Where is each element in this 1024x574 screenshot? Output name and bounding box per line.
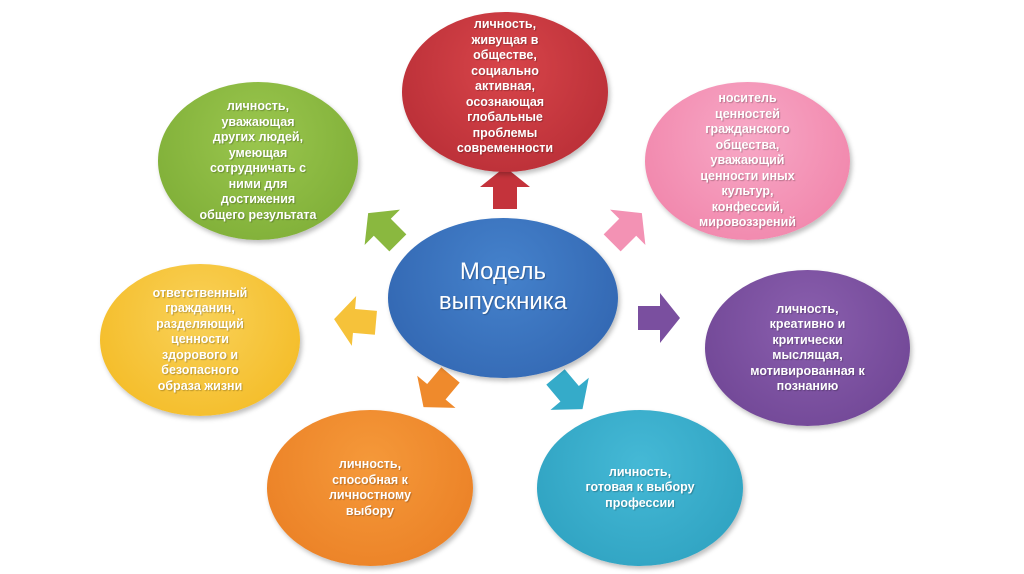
node-profession: личность, готовая к выбору профессии	[537, 410, 743, 566]
node-personal-choice-label: личность, способная к личностному выбору	[328, 457, 412, 518]
center-node: Модель выпускника	[388, 218, 618, 378]
arrow-left-icon	[331, 294, 379, 348]
arrow-up-right-icon	[594, 195, 660, 261]
node-profession-label: личность, готовая к выбору профессии	[585, 464, 695, 510]
node-healthy-label: ответственный гражданин, разделяющий цен…	[152, 285, 248, 393]
node-civil-values: носитель ценностей гражданского общества…	[645, 82, 850, 240]
node-healthy: ответственный гражданин, разделяющий цен…	[100, 264, 300, 416]
node-civil-values-label: носитель ценностей гражданского общества…	[699, 91, 796, 230]
node-cooperative: личность, уважающая других людей, умеюща…	[158, 82, 358, 240]
node-cooperative-label: личность, уважающая других людей, умеюща…	[199, 99, 317, 222]
node-social: личность, живущая в обществе, социально …	[402, 12, 608, 172]
node-creative: личность, креативно и критически мысляща…	[705, 270, 910, 426]
arrow-right-icon	[638, 293, 680, 343]
node-social-label: личность, живущая в обществе, социально …	[456, 17, 554, 156]
node-creative-label: личность, креативно и критически мысляща…	[750, 301, 865, 394]
center-label: Модель выпускника	[438, 258, 568, 315]
node-personal-choice: личность, способная к личностному выбору	[267, 410, 473, 566]
